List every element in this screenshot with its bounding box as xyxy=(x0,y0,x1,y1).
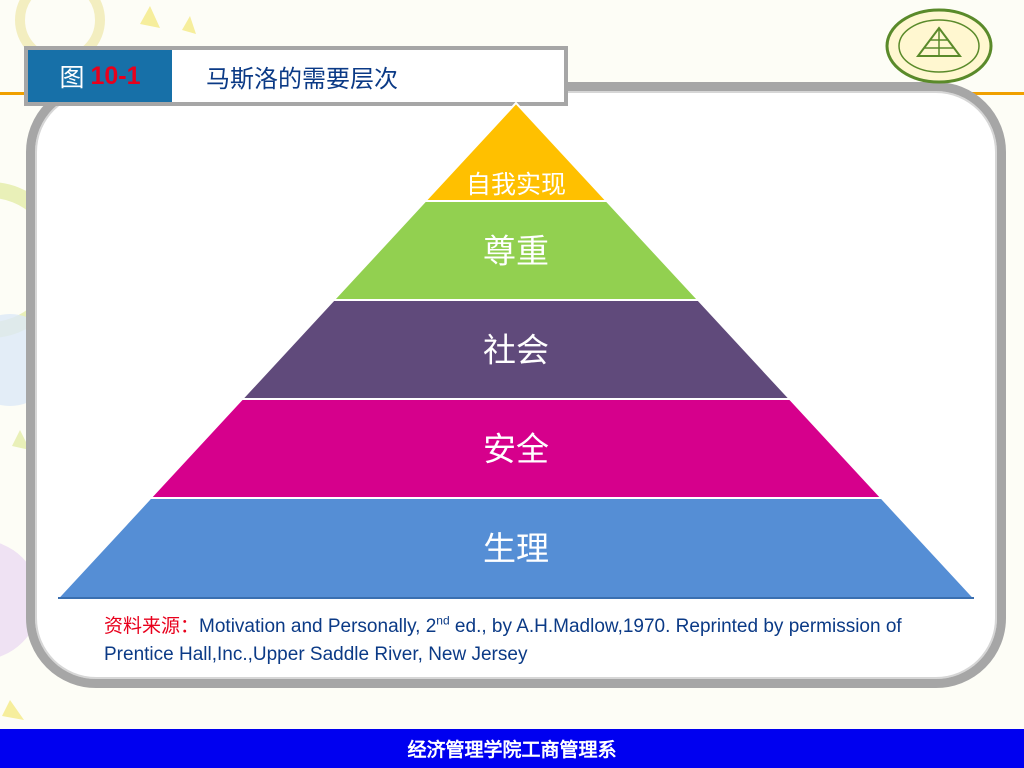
slide-title: 马斯洛的需要层次 xyxy=(206,64,398,93)
pyramid-level-label-4: 安全 xyxy=(483,430,549,469)
source-text-2: ed., by A.H.Madlow,1970. Reprinted by pe… xyxy=(104,616,902,665)
source-prefix: 资料来源： xyxy=(104,615,200,637)
source-text-1: Motivation and Personally, 2 xyxy=(199,616,437,637)
footer-bar: 经济管理学院工商管理系 xyxy=(0,729,1024,768)
university-logo xyxy=(885,8,993,84)
footer-text: 经济管理学院工商管理系 xyxy=(407,739,617,761)
figure-prefix: 图 xyxy=(59,63,85,92)
source-note: 资料来源：Motivation and Personally, 2nd ed.,… xyxy=(104,612,964,669)
pyramid-level-label-3: 社会 xyxy=(483,331,549,370)
figure-tag: 图 10-1 xyxy=(28,50,172,102)
title-inner: 图 10-1 马斯洛的需要层次 xyxy=(28,50,564,102)
title-box: 图 10-1 马斯洛的需要层次 xyxy=(24,46,568,106)
pyramid-level-label-2: 尊重 xyxy=(483,232,549,271)
source-superscript: nd xyxy=(436,613,450,628)
figure-number: 10-1 xyxy=(90,61,141,90)
pyramid-level-label-1: 自我实现 xyxy=(466,170,566,199)
pyramid-level-label-5: 生理 xyxy=(483,529,549,568)
